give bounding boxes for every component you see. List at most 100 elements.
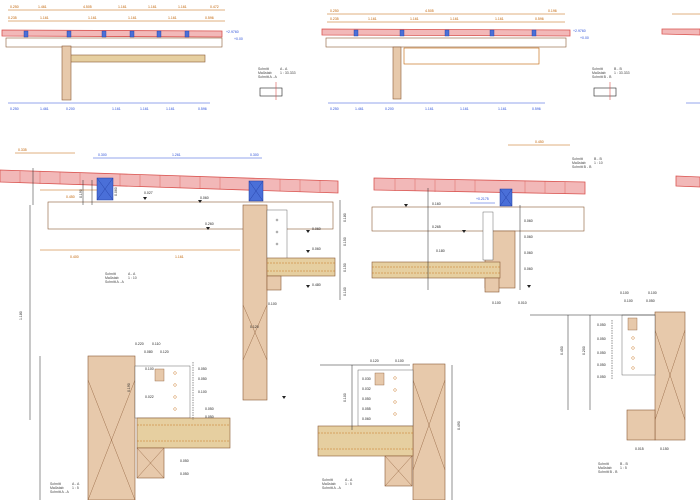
top-view-2-dim-top2-5: 1.161 (495, 17, 504, 21)
mid-left-dim-top-1: 0.300 (98, 153, 107, 157)
section-6-line-3: Schnitt A - A (322, 486, 342, 490)
mid-partial-roof (675, 175, 700, 188)
mid-left-joist (266, 257, 336, 277)
detail-mid-right: 0.490 (457, 421, 461, 430)
section-1-value-2: 1 : 33.333 (280, 71, 296, 75)
detail-right-bottom-2: 0.150 (660, 447, 669, 451)
section-5-value-1: A - A (72, 482, 80, 486)
detail-mid-connector (357, 369, 414, 427)
mid-right-dim-7: 0.180 (436, 249, 445, 253)
mid-left-level-markers (143, 197, 310, 399)
top-view-2-level-label: +2.9760 (573, 29, 586, 33)
top-view-1-dim-bottom-4: 1.161 (112, 107, 121, 111)
top-view-2-dim-top2-6: 0.596 (535, 17, 544, 21)
section-3-line-2: Maßstab (105, 276, 119, 280)
top-view-1-dim-bottom-6: 1.161 (166, 107, 175, 111)
detail-left-joist (136, 417, 231, 449)
mid-left-height-3: 0.180 (343, 213, 347, 222)
detail-right-bottom-1: 0.015 (635, 447, 644, 451)
mid-right-beam (371, 206, 585, 232)
section-1-line-1: Schnitt (258, 67, 269, 71)
top-view-2-dim-top-3: 0.196 (548, 9, 557, 13)
section-3-value-2: 1 : 10 (128, 276, 137, 280)
mid-right-dim-5: 0.060 (524, 251, 533, 255)
detail-mid-v-4: 0.055 (362, 407, 371, 411)
mid-left-height-5: 0.150 (343, 263, 347, 272)
detail-left-sub-1: 0.080 (144, 350, 153, 354)
section-3-line-3: Schnitt A - A (105, 280, 125, 284)
mid-right-roof-hatch (394, 179, 566, 194)
mid-right-orange-top: 0.450 (535, 140, 544, 144)
mid-left-dim-top-2: 1.261 (172, 153, 181, 157)
section-2-value-2: 1 : 33.333 (614, 71, 630, 75)
section-5-value-2: 1 : 5 (72, 486, 79, 490)
detail-mid-top-2: 0.100 (395, 359, 404, 363)
detail-right-sub-1: 0.100 (624, 299, 633, 303)
detail-right-sub-2: 0.050 (646, 299, 655, 303)
mid-left-orange-bottom-1: 0.400 (70, 255, 79, 259)
detail-mid-v-1: 0.030 (362, 377, 371, 381)
top-view-2-dim-bottom-6: 1.161 (498, 107, 507, 111)
mid-left-section: 0.335 0.300 1.261 0.300 0.450 (0, 148, 347, 420)
mid-right-joist (371, 261, 501, 279)
section-2-value-1: B - B (614, 67, 622, 71)
detail-mid-v-5: 0.060 (362, 417, 371, 421)
detail-left-post-hatch (87, 379, 136, 500)
mid-left-height-1: 0.190 (79, 189, 83, 198)
top-view-1-dim-top2-1: 0.235 (8, 16, 17, 20)
top-view-2-dim-bottom-4: 1.161 (425, 107, 434, 111)
mid-right-roof (373, 177, 586, 195)
detail-right-top-1: 0.100 (620, 291, 629, 295)
top-view-2-dim-top2-4: 1.161 (450, 17, 459, 21)
top-view-2-post (392, 46, 402, 100)
section-4-line-2: Maßstab (572, 161, 586, 165)
top-view-1-beam (69, 54, 206, 63)
detail-left-post (87, 355, 136, 500)
mid-right-dim-3: 0.060 (524, 219, 533, 223)
top-view-1-roof (1, 29, 223, 38)
top-view-1: 0.250 1.461 4.505 1.161 1.161 1.161 0.47… (1, 5, 296, 111)
detail-right-left-2: 0.200 (582, 346, 586, 355)
detail-right-v-2: 0.050 (597, 337, 606, 341)
mid-left-orange-top: 0.450 (66, 195, 75, 199)
top-view-1-dim-top-5: 1.161 (148, 5, 157, 9)
mid-left-level-3: 0.260 (205, 222, 214, 226)
top-view-2-slab (325, 37, 567, 48)
section-4-line-1: Schnitt (572, 157, 583, 161)
detail-left-v-1: 0.050 (198, 367, 207, 371)
mid-left-post (242, 204, 268, 401)
top-view-1-dim-top2-5: 1.161 (168, 16, 177, 20)
top-view-2-dim-bottom-5: 1.161 (460, 107, 469, 111)
mid-left-roof-hatch (19, 171, 321, 192)
detail-mid-post (412, 363, 446, 500)
top-view-1-dim-top-7: 0.472 (210, 5, 219, 9)
section-4-value-2: 1 : 10 (594, 161, 603, 165)
mid-left-height-4: 0.150 (343, 237, 347, 246)
detail-left-row-1: 0.100 (145, 367, 154, 371)
mid-left-top-left-dim: 0.335 (18, 148, 27, 152)
mid-right-dim-2: 0.265 (432, 225, 441, 229)
section-1-line-3: Schnitt A - A (258, 75, 278, 79)
detail-mid-v-3: 0.050 (362, 397, 371, 401)
detail-left-sub-2: 0.120 (160, 350, 169, 354)
mid-right-dim-4: 0.060 (524, 235, 533, 239)
detail-right-v-1: 0.050 (597, 323, 606, 327)
mid-left-roof (0, 169, 339, 194)
mid-left-level-5: 0.060 (312, 247, 321, 251)
section-7-value-1: B - B (620, 462, 628, 466)
section-3-line-1: Schnitt (105, 272, 116, 276)
detail-right-foot (626, 409, 656, 441)
top-view-2-level-value: +0.00 (580, 36, 589, 40)
top-view-1-dim-bottom-5: 1.161 (140, 107, 149, 111)
detail-right-post (654, 311, 686, 441)
section-6-line-1: Schnitt (322, 478, 333, 482)
section-5-line-3: Schnitt A - A (50, 490, 70, 494)
mid-right-joist-block (484, 277, 500, 293)
mid-left-height-2: 0.060 (114, 187, 118, 196)
mid-right-dim-1: 0.160 (432, 202, 441, 206)
top-view-1-slab (5, 37, 223, 48)
top-view-1-dim-top2-4: 1.161 (128, 16, 137, 20)
detail-mid-joist (317, 425, 414, 457)
detail-left: 0.220 0.110 0.080 0.120 0.100 0.022 0.05… (39, 342, 231, 500)
top-view-1-dim-top2-2: 1.161 (40, 16, 49, 20)
